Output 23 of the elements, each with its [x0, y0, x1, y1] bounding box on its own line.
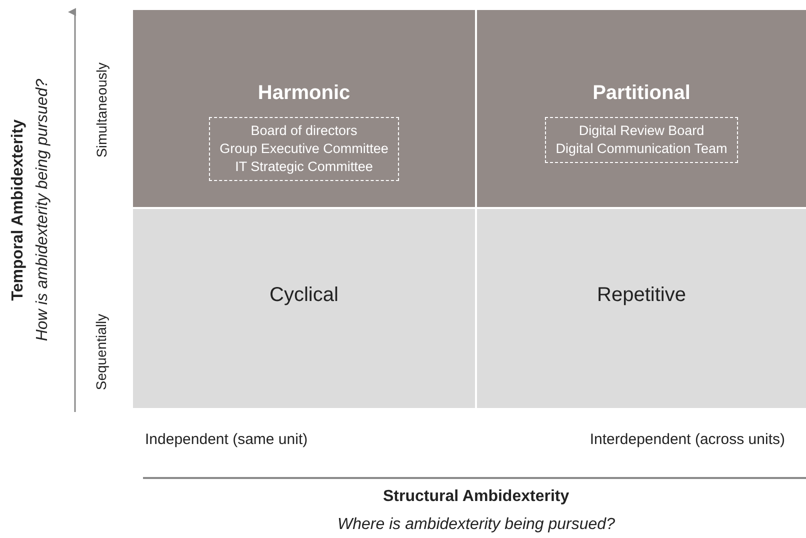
- quadrant-title: Partitional: [592, 82, 690, 105]
- list-item: Digital Review Board: [578, 122, 704, 140]
- list-item: Group Executive Committee: [220, 140, 388, 158]
- dashed-list-box: [208, 117, 400, 181]
- axis-subtitle: How is ambidexterity being pursued?: [34, 78, 52, 342]
- quadrant-panel: [477, 209, 806, 408]
- axis-tick-label: Interdependent (across units): [590, 431, 785, 448]
- quadrant-panel: [133, 10, 475, 207]
- quadrant-panel: [133, 209, 475, 408]
- list-item: Board of directors: [250, 122, 358, 140]
- axis-tick-label: Sequentially: [93, 314, 110, 390]
- list-item: IT Strategic Committee: [235, 158, 373, 176]
- axis-subtitle: Where is ambidexterity being pursued?: [338, 516, 615, 534]
- axis-tick-label: Independent (same unit): [145, 431, 308, 448]
- quadrant-title: Cyclical: [270, 284, 338, 307]
- quadrant-title: Repetitive: [597, 284, 686, 307]
- list-item: Digital Communication Team: [556, 140, 728, 158]
- axis-title: Temporal Ambidexterity: [9, 119, 28, 301]
- quadrant-panel: [477, 10, 806, 207]
- axis-title: Structural Ambidexterity: [383, 488, 570, 506]
- dashed-list-box: [544, 117, 738, 163]
- axis-tick-label: Simultaneously: [92, 62, 109, 158]
- quadrant-title: Harmonic: [258, 82, 350, 105]
